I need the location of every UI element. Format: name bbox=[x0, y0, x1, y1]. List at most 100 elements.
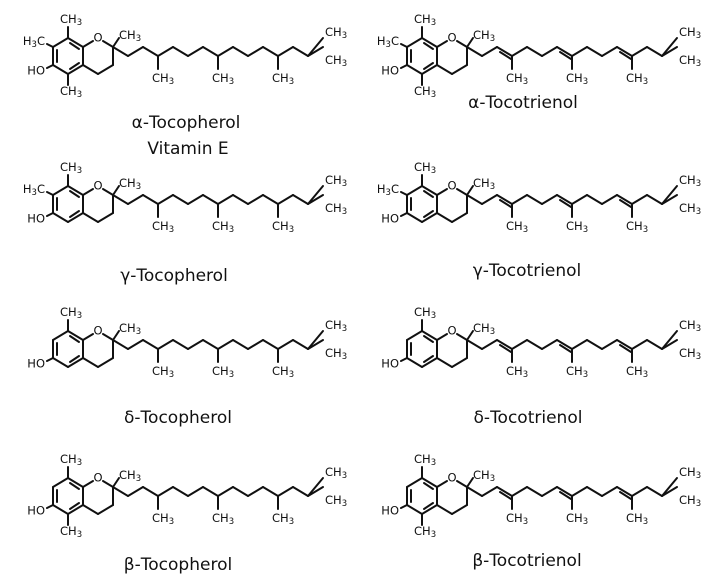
chain-bond bbox=[262, 339, 279, 350]
chain-bond bbox=[616, 46, 633, 57]
chain-methyl-label: CH3 bbox=[272, 364, 294, 380]
chain-bond bbox=[127, 46, 144, 57]
bond bbox=[112, 330, 120, 341]
ring-bond bbox=[82, 480, 94, 488]
terminal-methyl-label-2: CH3 bbox=[679, 493, 701, 509]
ring-bond bbox=[436, 504, 453, 515]
bond bbox=[307, 477, 324, 497]
chain-bond bbox=[466, 486, 483, 497]
chain-double-bond bbox=[499, 344, 512, 353]
chain-double-bond bbox=[559, 51, 572, 60]
chain-bond bbox=[232, 46, 249, 57]
double-bond bbox=[423, 42, 434, 50]
chain-methyl-label: CH3 bbox=[272, 511, 294, 527]
ring-oxygen-label: O bbox=[93, 471, 102, 485]
chain-double-bond bbox=[619, 491, 632, 500]
c8-methyl-label: CH3 bbox=[60, 12, 82, 28]
double-bond bbox=[69, 210, 80, 218]
terminal-methyl-label-2: CH3 bbox=[325, 53, 347, 69]
chain-bond bbox=[511, 339, 528, 350]
c8-methyl-label: CH3 bbox=[60, 160, 82, 176]
ring-bond bbox=[451, 212, 468, 223]
ring-bond bbox=[67, 185, 84, 196]
ring-bond bbox=[67, 357, 84, 368]
chain-bond bbox=[112, 486, 129, 497]
bond bbox=[466, 330, 474, 341]
ring-bond bbox=[52, 477, 69, 488]
chain-methyl-label: CH3 bbox=[272, 219, 294, 235]
chain-bond bbox=[526, 486, 543, 497]
double-bond bbox=[69, 355, 80, 363]
ring-bond bbox=[406, 212, 423, 223]
chain-bond bbox=[556, 339, 573, 350]
chain-bond bbox=[571, 486, 588, 497]
bond bbox=[400, 357, 408, 362]
chain-bond bbox=[217, 46, 234, 57]
ring-bond bbox=[436, 64, 453, 75]
chain-bond bbox=[541, 194, 558, 205]
double-bond bbox=[423, 502, 434, 510]
chain-bond bbox=[187, 46, 204, 57]
hydroxyl-label: HO bbox=[381, 64, 399, 78]
ring-bond bbox=[102, 40, 114, 48]
terminal-methyl-label-2: CH3 bbox=[679, 201, 701, 217]
ring-bond bbox=[67, 37, 84, 48]
chain-methyl-label: CH3 bbox=[212, 219, 234, 235]
chain-bond bbox=[172, 46, 189, 57]
ring-bond bbox=[421, 185, 438, 196]
c7-methyl-label: H3C bbox=[377, 34, 399, 50]
chain-bond bbox=[202, 486, 219, 497]
chain-bond bbox=[142, 486, 159, 497]
c7-methyl-label: H3C bbox=[23, 34, 45, 50]
chain-double-bond bbox=[559, 491, 572, 500]
double-bond bbox=[69, 502, 80, 510]
hydroxyl-label: HO bbox=[27, 64, 45, 78]
bond bbox=[400, 64, 408, 69]
ring-bond bbox=[451, 504, 468, 515]
chain-bond bbox=[481, 194, 498, 205]
ring-bond bbox=[82, 188, 94, 196]
bond bbox=[112, 37, 120, 48]
chain-bond bbox=[142, 194, 159, 205]
ring-bond bbox=[456, 333, 468, 341]
chain-bond bbox=[157, 486, 174, 497]
c2-methyl-label: CH3 bbox=[119, 468, 141, 484]
bond bbox=[46, 212, 54, 217]
ring-oxygen-label: O bbox=[93, 31, 102, 45]
chain-bond bbox=[217, 339, 234, 350]
chain-bond bbox=[172, 194, 189, 205]
chain-bond bbox=[631, 46, 648, 57]
ring-bond bbox=[52, 212, 69, 223]
ring-bond bbox=[456, 40, 468, 48]
chain-bond bbox=[526, 46, 543, 57]
ring-bond bbox=[456, 188, 468, 196]
ring-bond bbox=[52, 357, 69, 368]
chain-bond bbox=[202, 339, 219, 350]
c2-methyl-label: CH3 bbox=[473, 176, 495, 192]
hydroxyl-label: HO bbox=[27, 212, 45, 226]
c8-methyl-label: CH3 bbox=[414, 305, 436, 321]
bond bbox=[46, 504, 54, 509]
chain-bond bbox=[262, 486, 279, 497]
chain-bond bbox=[601, 46, 618, 57]
bond bbox=[661, 37, 678, 57]
chain-methyl-label: CH3 bbox=[506, 511, 528, 527]
ring-oxygen-label: O bbox=[447, 324, 456, 338]
chain-bond bbox=[247, 486, 264, 497]
caption-alpha-tocopherol: α-Tocopherol bbox=[132, 113, 241, 133]
chain-bond bbox=[232, 339, 249, 350]
ring-bond bbox=[406, 330, 423, 341]
terminal-methyl-label: CH3 bbox=[679, 173, 701, 189]
hydroxyl-label: HO bbox=[381, 212, 399, 226]
chain-bond bbox=[202, 46, 219, 57]
bond bbox=[46, 357, 54, 362]
bond bbox=[400, 212, 408, 217]
ring-bond bbox=[97, 504, 114, 515]
hydroxyl-label: HO bbox=[27, 504, 45, 518]
double-bond bbox=[423, 190, 434, 198]
